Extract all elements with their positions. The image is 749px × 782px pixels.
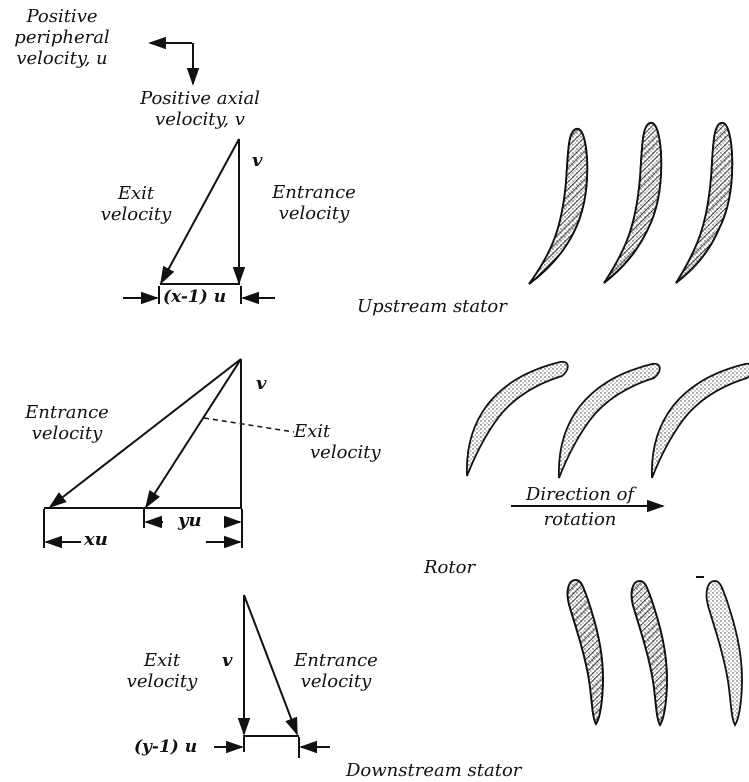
- upstream-stator-blades: [528, 122, 734, 285]
- rotation-direction-line-2: rotation: [543, 509, 617, 530]
- upstream-entrance-line-2: velocity: [278, 203, 350, 224]
- downstream-dimension-label: (y-1) u: [134, 737, 198, 757]
- rotor-entrance-line-2: velocity: [31, 423, 103, 444]
- upstream-exit-line-1: Exit: [117, 183, 155, 204]
- upstream-blade-3: [675, 122, 734, 284]
- rotor-v-label: v: [256, 373, 267, 394]
- downstream-blade-2: [630, 580, 668, 727]
- downstream-exit-line-2: velocity: [126, 671, 198, 692]
- downstream-blade-3: [705, 580, 743, 727]
- rotation-direction-line-1: Direction of: [525, 484, 635, 505]
- rotor-entrance-label: Entrance velocity: [12, 402, 122, 444]
- downstream-exit-label: Exit velocity: [112, 650, 212, 692]
- rotor-xu-label: xu: [84, 529, 108, 550]
- rotor-blade-1: [465, 360, 569, 477]
- downstream-velocity-triangle: [214, 594, 330, 758]
- peripheral-label-line-1: Positive: [26, 6, 98, 27]
- upstream-v-label: v: [252, 150, 263, 171]
- peripheral-label-line-2: peripheral: [14, 27, 110, 48]
- upstream-blade-1: [528, 128, 589, 285]
- axial-label-line-1: Positive axial: [140, 88, 260, 109]
- downstream-entrance-label: Entrance velocity: [280, 650, 392, 692]
- upstream-velocity-triangle: [123, 138, 275, 305]
- rotor-exit-line-1: Exit: [294, 421, 331, 442]
- rotor-velocity-triangle: [43, 358, 665, 549]
- downstream-entrance-vector: [243, 594, 298, 736]
- downstream-stator-title: Downstream stator: [346, 760, 522, 781]
- downstream-entrance-line-1: Entrance: [294, 650, 378, 671]
- upstream-entrance-label: Entrance velocity: [258, 182, 370, 224]
- upstream-exit-vector: [160, 138, 240, 285]
- rotor-exit-line-2: velocity: [310, 442, 381, 463]
- downstream-stator-blades: [566, 579, 743, 727]
- rotor-title: Rotor: [424, 557, 476, 578]
- peripheral-velocity-label: Positive peripheral velocity, u: [2, 6, 122, 69]
- rotor-blade-3: [650, 362, 749, 479]
- upstream-exit-label: Exit velocity: [86, 183, 186, 225]
- upstream-dimension-label: (x-1) u: [163, 287, 227, 307]
- rotor-entrance-line-1: Entrance: [25, 402, 109, 423]
- rotor-yu-label: yu: [178, 510, 202, 531]
- rotor-exit-leader: [203, 417, 295, 433]
- axial-velocity-label: Positive axial velocity, v: [105, 88, 295, 130]
- downstream-exit-line-1: Exit: [143, 650, 181, 671]
- rotor-blades: [465, 360, 749, 578]
- convention-arrows: [148, 36, 200, 86]
- rotor-exit-label: Exit velocity: [294, 421, 381, 463]
- upstream-blade-2: [603, 122, 663, 284]
- upstream-stator-title: Upstream stator: [357, 296, 507, 317]
- upstream-entrance-line-1: Entrance: [272, 182, 356, 203]
- downstream-blade-1: [566, 579, 604, 726]
- rotation-direction-label: Direction of rotation: [510, 484, 650, 530]
- peripheral-label-line-3: velocity, u: [16, 48, 108, 69]
- rotor-blade-2: [557, 362, 661, 479]
- downstream-entrance-line-2: velocity: [300, 671, 372, 692]
- axial-label-line-2: velocity, v: [155, 109, 245, 130]
- rotor-exit-vector: [145, 358, 242, 509]
- rotor-entrance-vector: [48, 358, 242, 509]
- upstream-exit-line-2: velocity: [100, 204, 172, 225]
- downstream-v-label: v: [222, 650, 233, 671]
